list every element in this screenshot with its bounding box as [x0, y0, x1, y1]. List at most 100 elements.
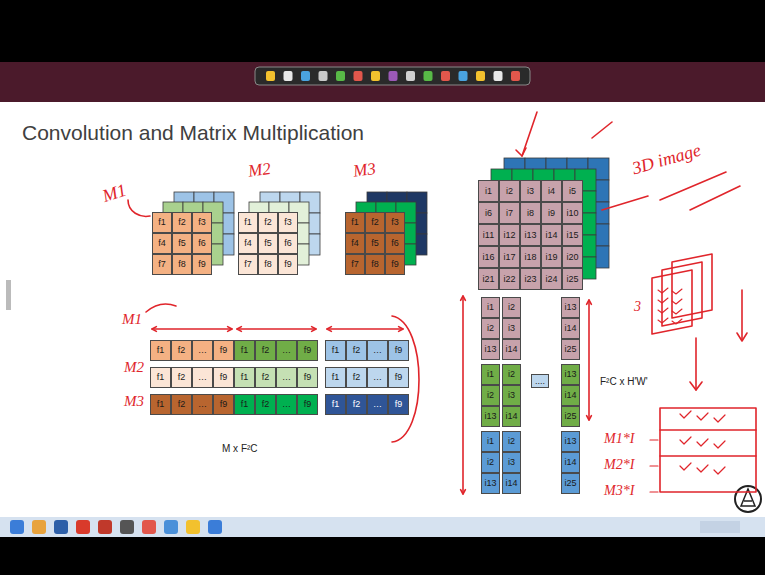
- cell-label: f1: [244, 218, 252, 227]
- image-cell: i21: [478, 268, 499, 290]
- annotation-hook: [146, 304, 176, 312]
- filter-cell: f5: [365, 233, 385, 254]
- image-cell: i7: [499, 202, 520, 224]
- column-cell: i2: [481, 318, 500, 339]
- filter-cell: f9: [278, 254, 298, 275]
- image-cell: i23: [520, 268, 541, 290]
- column-cell: i1: [481, 297, 500, 318]
- filter-cell: f2: [365, 212, 385, 233]
- cell-label: i13: [524, 231, 536, 240]
- cell-label: i1: [487, 303, 494, 312]
- taskbar-icon: [98, 520, 112, 534]
- matrix-cell: f2: [255, 394, 276, 415]
- filter-cell: f1: [152, 212, 172, 233]
- matrix-cell: f2: [171, 367, 192, 388]
- cell-label: f9: [198, 260, 206, 269]
- taskbar-icon: [208, 520, 222, 534]
- column-cell: i14: [561, 318, 580, 339]
- cell-label: f8: [264, 260, 272, 269]
- cell-label: …: [198, 400, 207, 409]
- cell-label: i22: [503, 275, 515, 284]
- matrix-cell: …: [367, 340, 388, 361]
- cell-label: i14: [564, 458, 576, 467]
- arrow-head: [237, 327, 241, 332]
- taskbar: [0, 517, 765, 537]
- matrix-cell: f1: [325, 394, 346, 415]
- cell-label: f9: [220, 346, 228, 355]
- cell-label: i10: [566, 209, 578, 218]
- pointer-stub: [650, 440, 658, 492]
- cell-label: f9: [220, 373, 228, 382]
- filter-cell: f9: [385, 254, 405, 275]
- toolbar-icon: [511, 71, 520, 81]
- sketch-ticks: [658, 288, 682, 294]
- cell-label: i3: [508, 391, 515, 400]
- sketch-ticks: [658, 318, 682, 324]
- image-cell: i11: [478, 224, 499, 246]
- filter-cell: f1: [345, 212, 365, 233]
- double-arrow: [327, 328, 403, 330]
- filter-cell: f6: [192, 233, 212, 254]
- cell-label: f9: [304, 400, 312, 409]
- cell-label: i11: [483, 231, 494, 240]
- filter-cell: f9: [192, 254, 212, 275]
- column-cell: i1: [481, 431, 500, 452]
- cell-label: f6: [198, 239, 206, 248]
- cell-label: i3: [508, 324, 515, 333]
- column-cell: i13: [561, 297, 580, 318]
- matrix-cell: f9: [213, 340, 234, 361]
- cell-label: i13: [484, 345, 496, 354]
- handwritten-note: M1*I: [604, 432, 634, 446]
- matrix-cell: f9: [388, 340, 409, 361]
- cell-label: i25: [564, 345, 576, 354]
- filter-cell: f6: [278, 233, 298, 254]
- toolbar-icon: [284, 71, 293, 81]
- cell-label: f2: [353, 373, 361, 382]
- cell-label: i23: [524, 275, 536, 284]
- cell-label: i14: [545, 231, 557, 240]
- cell-label: i13: [564, 370, 576, 379]
- handwritten-note: 3: [634, 300, 641, 314]
- handwritten-note: M3*I: [604, 484, 634, 498]
- cell-label: f1: [332, 400, 340, 409]
- image-cell: i16: [478, 246, 499, 268]
- cell-label: i2: [508, 303, 515, 312]
- cell-label: i2: [508, 437, 515, 446]
- sketch-ticks: [658, 308, 682, 314]
- cell-label: i14: [564, 391, 576, 400]
- handwritten-note: M2: [247, 160, 272, 180]
- toolbar-icon: [301, 71, 310, 81]
- toolbar-icon: [266, 71, 275, 81]
- cell-label: i5: [569, 187, 576, 196]
- cell-label: i2: [487, 458, 494, 467]
- toolbar-icon: [371, 71, 380, 81]
- cell-label: ....: [535, 377, 545, 386]
- matrix-cell: f1: [234, 340, 255, 361]
- toolbar-icon: [336, 71, 345, 81]
- slide-ground: [0, 102, 765, 518]
- matrix-cell: f1: [234, 394, 255, 415]
- column-cell: i2: [502, 364, 521, 385]
- matrix-dimension: M x F²C: [222, 444, 258, 454]
- cell-label: …: [373, 373, 382, 382]
- cell-label: i24: [545, 275, 557, 284]
- cell-label: f9: [220, 400, 228, 409]
- filter-cell: f2: [172, 212, 192, 233]
- image-cell: i19: [541, 246, 562, 268]
- matrix-cell: f9: [388, 367, 409, 388]
- filter-cell: f8: [172, 254, 192, 275]
- cell-label: i1: [487, 370, 494, 379]
- arrow-head: [587, 416, 592, 420]
- filter-cell: f5: [172, 233, 192, 254]
- filter-cell: f8: [258, 254, 278, 275]
- filter-cell: f3: [192, 212, 212, 233]
- cell-label: f4: [244, 239, 252, 248]
- filter-cell: f7: [345, 254, 365, 275]
- cell-label: f9: [304, 346, 312, 355]
- image-cell: i13: [520, 224, 541, 246]
- cell-label: i12: [503, 231, 515, 240]
- cell-label: i13: [484, 412, 496, 421]
- cell-label: f1: [241, 373, 249, 382]
- result-ticks: [680, 463, 725, 474]
- double-arrow: [237, 328, 316, 330]
